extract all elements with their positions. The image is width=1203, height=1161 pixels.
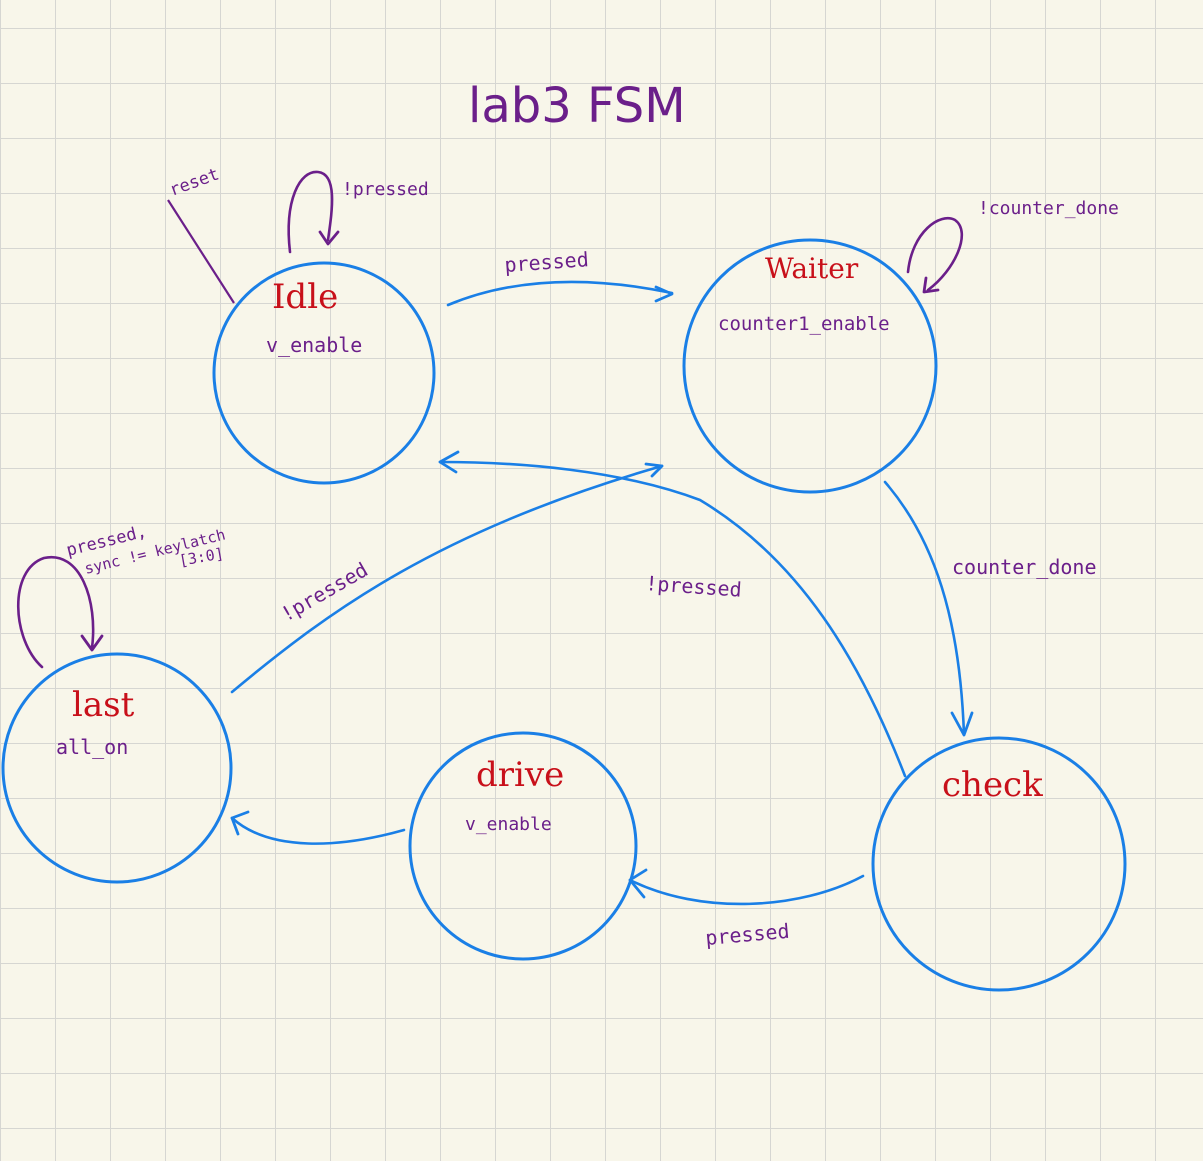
- edge-check-to-idle-label: !pressed: [645, 571, 743, 602]
- edge-check-to-drive: [628, 874, 865, 906]
- edge-waiter-to-check-label: counter_done: [952, 555, 1097, 579]
- state-last-circle: [1, 652, 233, 884]
- edge-waiter-to-check: [883, 480, 966, 737]
- state-last-name: last: [72, 685, 135, 725]
- waiter-self-loop-label: !counter_done: [978, 198, 1119, 219]
- state-drive-output: v_enable: [465, 814, 552, 835]
- edge-last-to-waiter-arrowhead: [644, 462, 664, 478]
- idle-self-loop: [287, 170, 334, 254]
- edge-idle-to-waiter-arrowhead: [654, 285, 674, 303]
- edge-drive-to-last-arrowhead: [230, 810, 250, 836]
- edge-last-to-waiter-label: !pressed: [277, 557, 372, 626]
- waiter-self-loop-arrowhead: [922, 276, 940, 294]
- edge-waiter-to-check-arrowhead: [950, 711, 974, 737]
- state-check-name: check: [942, 765, 1043, 805]
- edge-check-to-drive-label: pressed: [704, 919, 790, 950]
- idle-self-loop-arrowhead: [318, 230, 340, 246]
- edge-idle-to-waiter: [446, 280, 674, 307]
- state-waiter-circle: [682, 238, 938, 494]
- edge-check-to-idle: [438, 460, 907, 778]
- diagram-title: lab3 FSM: [468, 78, 686, 134]
- idle-self-loop-label: !pressed: [342, 179, 429, 200]
- state-idle-output: v_enable: [266, 333, 362, 357]
- edge-drive-to-last: [230, 816, 406, 845]
- state-idle-name: Idle: [272, 277, 338, 317]
- reset-line: [167, 199, 235, 304]
- edge-check-to-drive-arrowhead: [628, 868, 648, 899]
- last-self-loop-arrowhead: [80, 634, 104, 652]
- state-drive-circle: [408, 731, 638, 961]
- reset-label: reset: [167, 164, 222, 200]
- state-waiter-output: counter1_enable: [718, 313, 890, 335]
- edge-last-to-waiter: [230, 464, 664, 694]
- state-idle-circle: [212, 261, 436, 485]
- state-last-output: all_on: [56, 735, 128, 759]
- state-drive-name: drive: [476, 755, 564, 795]
- state-waiter-name: Waiter: [765, 252, 859, 285]
- edge-check-to-idle-arrowhead: [438, 450, 460, 474]
- waiter-self-loop: [906, 217, 964, 292]
- last-self-loop: [17, 555, 95, 669]
- edge-idle-to-waiter-label: pressed: [504, 247, 590, 277]
- state-check-circle: [871, 736, 1127, 992]
